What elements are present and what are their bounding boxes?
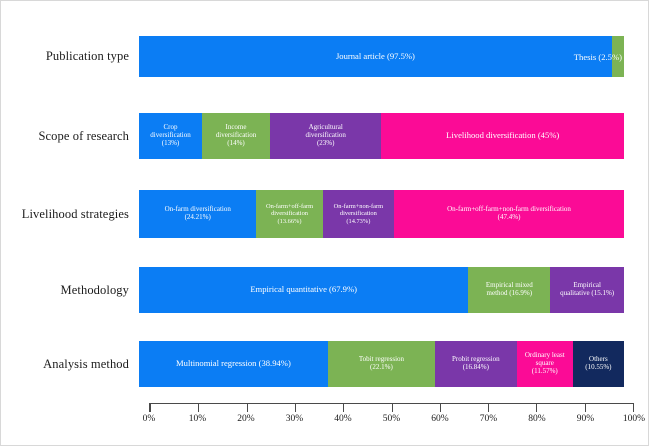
bar-segment-income-diversification[interactable]: Income diversification (14%)	[202, 113, 270, 159]
bar-track-analysis-method: Multinomial regression (38.94%) Tobit re…	[139, 341, 624, 387]
x-axis-tick-label-20: 20%	[237, 414, 255, 424]
bar-segment-livelihood-diversification[interactable]: Livelihood diversification (45%)	[381, 113, 624, 159]
bar-segment-ordinary-least-square[interactable]: Ordinary least square (11.57%)	[516, 341, 573, 387]
category-label-methodology: Methodology	[60, 282, 129, 297]
bar-segment-label: Others (10.55%)	[585, 355, 612, 371]
x-axis-tick	[633, 404, 634, 412]
x-axis-tick-label-60: 60%	[431, 414, 449, 424]
x-axis-tick	[343, 404, 345, 412]
x-axis-tick-label-0: 0%	[142, 414, 156, 424]
x-axis-tick-label-50: 50%	[382, 414, 401, 424]
chart-row-analysis-method: Analysis method Multinomial regression (…	[1, 341, 648, 387]
bar-track-publication-type: Journal article (97.5%) Thesis (2.5%)	[139, 36, 624, 77]
bar-track-scope-of-research: Crop diversification (13%) Income divers…	[139, 113, 624, 159]
x-axis-tick	[294, 404, 296, 412]
bar-segment-crop-diversification[interactable]: Crop diversification (13%)	[139, 113, 203, 159]
bar-segment-label: Journal article (97.5%)	[335, 50, 415, 61]
x-axis-tick	[198, 404, 200, 412]
bar-segment-label: On-farm+off-farm diversification (13.66%…	[265, 203, 314, 225]
x-axis-tick	[246, 404, 248, 412]
bar-segment-probit-regression[interactable]: Probit regression (16.84%)	[435, 341, 517, 387]
bar-segment-on-farm-non-farm-diversification[interactable]: On-farm+non-farm diversification (14.73%…	[322, 190, 395, 238]
chart-row-publication-type: Publication type Journal article (97.5%)…	[1, 36, 648, 77]
category-label-livelihood-strategies: Livelihood strategies	[21, 206, 129, 221]
x-axis-tick-label-80: 80%	[528, 414, 546, 424]
bar-segment-tobit-regression[interactable]: Tobit regression (22.1%)	[327, 341, 436, 387]
category-label-analysis-method: Analysis method	[43, 356, 129, 371]
x-axis-tick-label-10: 10%	[188, 414, 207, 424]
chart-row-scope-of-research: Scope of research Crop diversification (…	[1, 113, 648, 159]
x-axis-tick-label-100: 100%	[622, 414, 646, 424]
bar-segment-empirical-qualitative[interactable]: Empirical qualitative (15.1%)	[550, 267, 624, 313]
x-axis-tick-label-40: 40%	[334, 414, 352, 424]
bar-segment-label: Income diversification (14%)	[215, 123, 257, 147]
bar-segment-label: Multinomial regression (38.94%)	[176, 358, 291, 369]
bar-segment-label: Agricultural diversification (23%)	[305, 123, 346, 147]
x-axis-line	[149, 403, 634, 412]
bar-segment-label: On-farm+non-farm diversification (14.73%…	[333, 203, 384, 225]
bar-segment-label: Tobit regression (22.1%)	[358, 355, 405, 371]
x-axis-tick	[488, 404, 490, 412]
x-axis-tick	[439, 404, 441, 412]
bar-segment-on-farm-off-farm-diversification[interactable]: On-farm+off-farm diversification (13.66%…	[256, 190, 323, 238]
bar-segment-empirical-mixed-method[interactable]: Empirical mixed method (16.9%)	[468, 267, 551, 313]
bar-segment-label: Empirical qualitative (15.1%)	[560, 281, 615, 297]
bar-segment-label: Ordinary least square (11.57%)	[524, 351, 565, 375]
bar-segment-agricultural-diversification[interactable]: Agricultural diversification (23%)	[269, 113, 382, 159]
x-axis-tick	[584, 404, 586, 412]
bar-segment-label: On-farm diversification (24.21%)	[164, 205, 231, 221]
bar-segment-label: Livelihood diversification (45%)	[446, 130, 560, 141]
bar-track-livelihood-strategies: On-farm diversification (24.21%) On-farm…	[139, 190, 624, 238]
bar-segment-thesis[interactable]: Thesis (2.5%)	[574, 36, 624, 77]
x-axis-tick-label-90: 90%	[576, 414, 595, 424]
bar-segment-label: Empirical mixed method (16.9%)	[485, 281, 533, 297]
bar-segment-label: On-farm+off-farm+non-farm diversificatio…	[447, 205, 571, 221]
x-axis-tick	[391, 404, 393, 412]
bar-segment-label: Empirical quantitative (67.9%)	[250, 284, 357, 295]
bar-track-methodology: Empirical quantitative (67.9%) Empirical…	[139, 267, 624, 313]
bar-segment-on-farm-diversification[interactable]: On-farm diversification (24.21%)	[139, 190, 257, 238]
bar-segment-multinomial-regression[interactable]: Multinomial regression (38.94%)	[139, 341, 328, 387]
x-axis-tick-label-30: 30%	[285, 414, 304, 424]
chart-row-livelihood-strategies: Livelihood strategies On-farm diversific…	[1, 190, 648, 238]
bar-segment-journal-article[interactable]: Journal article (97.5%)	[139, 36, 612, 77]
chart-row-methodology: Methodology Empirical quantitative (67.9…	[1, 267, 648, 313]
x-axis-tick-label-70: 70%	[479, 414, 498, 424]
x-axis-tick	[536, 404, 538, 412]
bar-segment-on-farm-off-farm-non-farm-diversification[interactable]: On-farm+off-farm+non-farm diversificatio…	[394, 190, 624, 238]
x-axis-tick	[150, 404, 151, 412]
bar-segment-label: Crop diversification (13%)	[150, 123, 191, 147]
bar-segment-empirical-quantitative[interactable]: Empirical quantitative (67.9%)	[139, 267, 469, 313]
category-label-scope-of-research: Scope of research	[38, 128, 129, 143]
bar-segment-label: Probit regression (16.84%)	[452, 355, 500, 371]
bar-segment-others[interactable]: Others (10.55%)	[572, 341, 624, 387]
category-label-publication-type: Publication type	[45, 49, 129, 63]
